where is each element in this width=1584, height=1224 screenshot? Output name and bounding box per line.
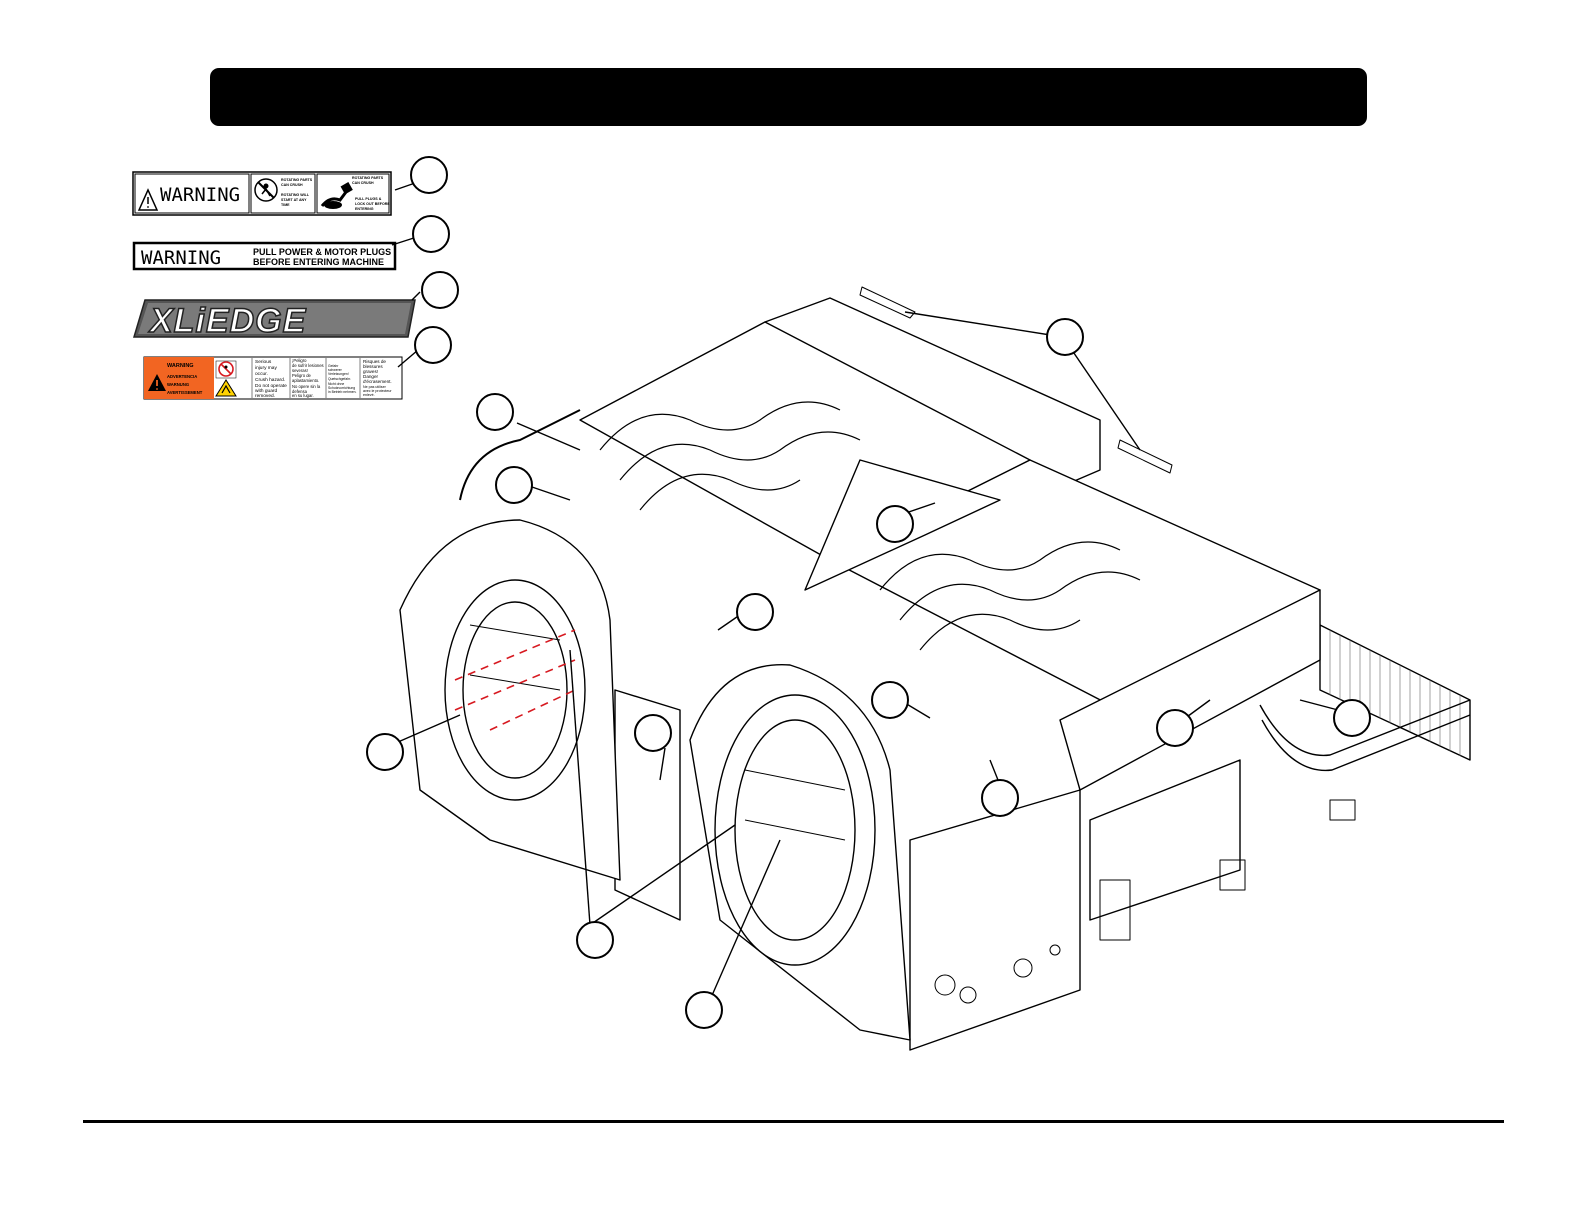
decal4-col1-line: Serious (255, 359, 272, 365)
decal-warning-pinch: WARNING ROTATING PARTS CAN CRUSH ROTATIN… (132, 171, 392, 216)
decal1-panel2-line: ROTATING WILL (281, 193, 310, 197)
decal1-panel2-line: TIME (281, 203, 290, 207)
callout-balloon (366, 733, 404, 771)
xliedge-logo: XLiEDGE (132, 299, 416, 341)
decal1-panel3-line: ENTERING (355, 207, 374, 211)
callout-balloon (414, 326, 452, 364)
callout-balloons (366, 156, 1371, 1029)
svg-text:WARNING ADVERTENCIA: WARNING ADVERTENCIA WARNUNG AVERTISSEMEN… (167, 363, 203, 395)
decal4-col3-line: Quetschgefahr. (328, 377, 351, 381)
decal4-col3-line: schwerer (328, 368, 343, 372)
decal4-col4-line: Risques de (363, 359, 386, 364)
decal4-col1-line: removed. (255, 393, 275, 399)
decal4-col3-line: Schutzvorrichtung (328, 386, 355, 390)
decal1-panel3-line: ROTATING PARTS (352, 176, 384, 180)
svg-text:Risques de blessures: Risques de blessures graves! Danger d'éc… (363, 359, 393, 397)
warning-triangle-icon (148, 374, 166, 391)
decal4-col2-line: Peligro de (292, 373, 312, 378)
no-entry-icon (215, 360, 237, 379)
logo-text: XLiEDGE (148, 302, 307, 340)
footer-rule (83, 1120, 1504, 1123)
plug-disconnect-icon (320, 182, 353, 209)
decal4-col2-line: de sufrir lesiones (292, 363, 324, 368)
decal4-col4-line: Danger (363, 374, 379, 379)
machine-drawing (399, 286, 1471, 1051)
decal1-warning-word: WARNING (160, 184, 240, 206)
decal4-col2-line: en su lugar. (292, 393, 314, 398)
svg-text:¡Peligro de sufrir lesio: ¡Peligro de sufrir lesiones severas! Pel… (292, 358, 325, 398)
decal1-panel3-line: PULL PLUGS & (355, 197, 382, 201)
decal4-col1-line: Crush hazard. (255, 377, 285, 383)
decal4-col4-line: graves! (363, 369, 378, 374)
callout-balloon (634, 714, 672, 752)
decal4-col1-line: with guard (255, 388, 277, 394)
callout-balloon (876, 505, 914, 543)
svg-text:ROTATING PARTS CAN CRUSH: ROTATING PARTS CAN CRUSH PULL PLUGS & LO… (352, 176, 391, 211)
callout-balloon (421, 271, 459, 309)
callout-balloon (685, 991, 723, 1029)
decal4-col4-line: blessures (363, 364, 383, 369)
decal4-col4-line: d'écrasement. (363, 379, 392, 384)
decal1-panel3-line: LOCK OUT BEFORE (355, 202, 390, 206)
decal4-col3-line: Nicht ohne (328, 382, 344, 386)
decal4-col3-line: Gefahr (328, 364, 339, 368)
decal4-col4-line: enlevé. (363, 393, 375, 397)
title-bar (210, 68, 1367, 126)
decal4-col1-line: injury may (255, 365, 277, 371)
decal-warning-plugs: WARNING PULL POWER & MOTOR PLUGS BEFORE … (132, 241, 397, 271)
decal2-warning-word: WARNING (141, 247, 221, 269)
decal4-col4-line: avec le protecteur (363, 389, 392, 393)
svg-text:ROTATING PARTS CAN CRUSH: ROTATING PARTS CAN CRUSH ROTATING WILL S… (281, 178, 313, 207)
callout-balloon (981, 779, 1019, 817)
decal4-col1-line: occur. (255, 371, 268, 377)
callout-balloon (576, 921, 614, 959)
decal1-panel2-line: ROTATING PARTS (281, 178, 313, 182)
callout-balloon (1333, 699, 1371, 737)
decal2-line1: PULL POWER & MOTOR PLUGS (253, 247, 391, 257)
decal-multilingual-warning: WARNING ADVERTENCIA WARNUNG AVERTISSEMEN… (143, 356, 403, 400)
decal4-col4-line: Ne pas utiliser (363, 385, 387, 389)
decal4-col2-line: ¡Peligro (292, 358, 307, 363)
callout-balloon (736, 593, 774, 631)
decal1-panel3-line: CAN CRUSH (352, 181, 374, 185)
decal4-warning-word: WARNUNG (167, 382, 189, 387)
decal1-panel2-line: CAN CRUSH (281, 183, 303, 187)
conveyor-ramp (1259, 624, 1471, 772)
callout-balloon (476, 393, 514, 431)
svg-text:Serious injury may: Serious injury may occur. Crush hazard. … (255, 359, 288, 399)
callout-balloon (495, 466, 533, 504)
callout-balloon (1046, 318, 1084, 356)
decal4-col3-line: in Betrieb nehmen. (328, 390, 357, 394)
decal4-col3-line: Verletzungen! (328, 372, 349, 376)
decal2-line2: BEFORE ENTERING MACHINE (253, 257, 384, 267)
crush-hazard-icon (215, 379, 237, 397)
decal4-warning-word: ADVERTENCIA (167, 374, 197, 379)
svg-text:Gefahr schwerer Ve: Gefahr schwerer Verletzungen! Quetschgef… (328, 364, 357, 394)
decal4-warning-word: WARNING (167, 363, 194, 369)
warning-triangle-icon (137, 188, 159, 211)
decal4-col2-line: aplastamiento. (292, 378, 319, 383)
crush-hazard-icon (254, 178, 278, 202)
callout-balloon (412, 215, 450, 253)
decal4-col2-line: severas! (292, 368, 308, 373)
callout-balloon (871, 681, 909, 719)
leader-lines (391, 181, 1339, 1001)
decal4-col1-line: Do not operate (255, 383, 287, 389)
decal4-col2-line: defensa (292, 389, 308, 394)
decal4-col2-line: No opere sin la (292, 384, 321, 389)
decal1-panel2-line: START AT ANY (281, 198, 307, 202)
callout-balloon (1156, 709, 1194, 747)
decal4-warning-word: AVERTISSEMENT (167, 390, 203, 395)
callout-balloon (410, 156, 448, 194)
